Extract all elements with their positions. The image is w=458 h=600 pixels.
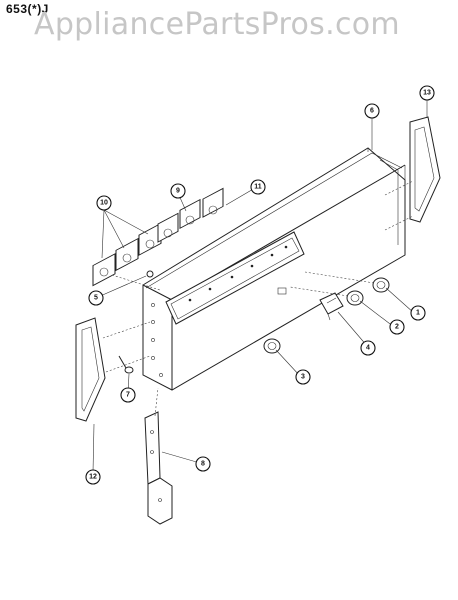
knobs bbox=[263, 277, 390, 354]
backguard-panel bbox=[142, 147, 406, 391]
callout-1: 1 bbox=[410, 305, 426, 321]
switch-5 bbox=[179, 198, 201, 230]
svg-text:10: 10 bbox=[100, 200, 108, 207]
callout-13: 13 bbox=[419, 85, 435, 101]
callout-4: 4 bbox=[360, 340, 376, 356]
callout-5: 5 bbox=[88, 290, 104, 306]
small-clip bbox=[146, 270, 154, 278]
svg-text:5: 5 bbox=[94, 295, 98, 302]
switch-4 bbox=[157, 212, 179, 243]
svg-text:13: 13 bbox=[423, 90, 431, 97]
bottom-bracket bbox=[144, 411, 173, 525]
callout-6: 6 bbox=[364, 103, 380, 119]
callout-2: 2 bbox=[389, 319, 405, 335]
callout-11: 11 bbox=[250, 179, 266, 195]
switch-6 bbox=[202, 187, 224, 218]
left-end-cap bbox=[75, 317, 106, 422]
callout-7: 7 bbox=[120, 387, 136, 403]
right-end-cap bbox=[409, 116, 441, 223]
switch-2 bbox=[115, 237, 139, 272]
callout-3: 3 bbox=[295, 369, 311, 385]
svg-text:7: 7 bbox=[126, 392, 130, 399]
svg-text:8: 8 bbox=[201, 461, 205, 468]
switch-1 bbox=[92, 253, 116, 287]
screw bbox=[118, 355, 134, 374]
leader-lines bbox=[92, 98, 428, 473]
rocker-switch bbox=[319, 292, 344, 321]
svg-text:4: 4 bbox=[366, 345, 370, 352]
callout-12: 12 bbox=[85, 469, 101, 485]
callout-9: 9 bbox=[170, 183, 186, 199]
svg-text:6: 6 bbox=[370, 108, 374, 115]
watermark: AppliancePartsPros.com bbox=[34, 7, 400, 42]
assembly-guides bbox=[102, 180, 414, 417]
infinite-switches bbox=[92, 187, 224, 287]
svg-text:1: 1 bbox=[416, 310, 420, 317]
svg-text:2: 2 bbox=[395, 324, 399, 331]
svg-text:11: 11 bbox=[254, 184, 262, 191]
model-code: 653(*)J bbox=[6, 2, 49, 16]
callout-8: 8 bbox=[195, 456, 211, 472]
svg-text:9: 9 bbox=[176, 188, 180, 195]
callout-10: 10 bbox=[96, 195, 112, 211]
svg-text:3: 3 bbox=[301, 374, 305, 381]
svg-text:12: 12 bbox=[89, 474, 97, 481]
